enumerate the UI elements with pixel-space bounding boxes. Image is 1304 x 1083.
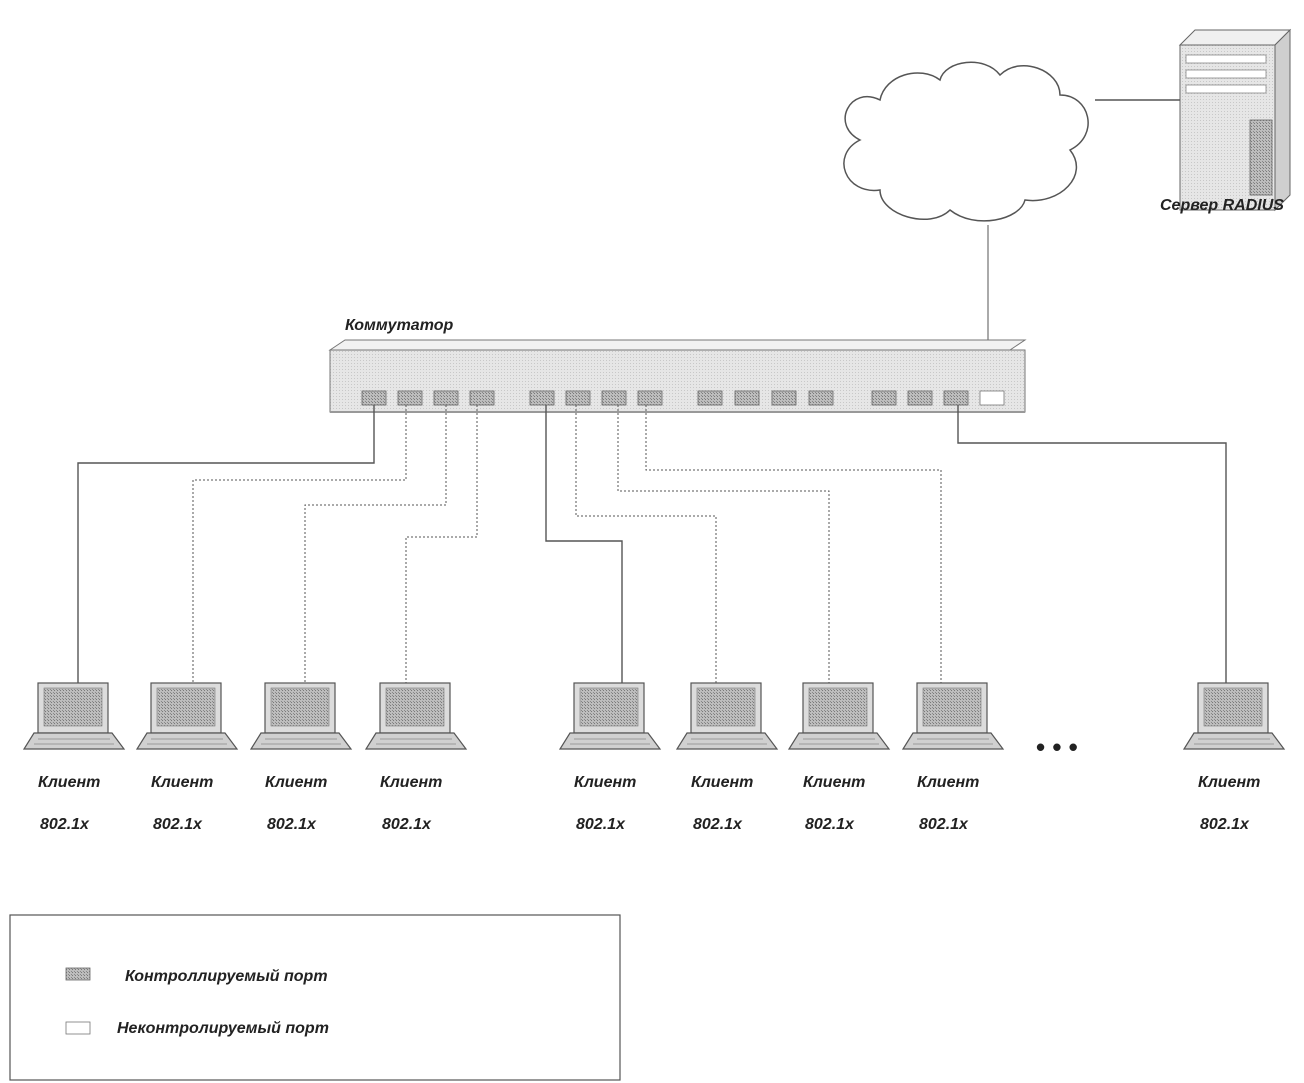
laptop-keyboard — [1182, 732, 1286, 750]
controlled-port — [637, 390, 663, 406]
client-cable — [645, 405, 942, 683]
legend-uncontrolled-label: Неконтролируемый порт — [117, 1020, 329, 1037]
client-cable — [617, 405, 830, 683]
server-label: Сервер RADIUS — [1160, 197, 1284, 214]
controlled-port — [907, 390, 933, 406]
client-laptop — [364, 682, 468, 750]
radius-server — [1178, 28, 1292, 212]
controlled-port — [529, 390, 555, 406]
network-cloud — [843, 61, 1089, 222]
switch-ports — [361, 390, 1005, 406]
controlled-port — [469, 390, 495, 406]
client-name-label: Клиент — [574, 774, 636, 791]
client-name-label: Клиент — [803, 774, 865, 791]
client-standard-label: 802.1x — [153, 816, 203, 833]
controlled-port — [771, 390, 797, 406]
controlled-port — [397, 390, 423, 406]
client-name-label: Клиент — [38, 774, 100, 791]
laptop-screen — [385, 687, 445, 727]
legend-controlled-swatch — [65, 967, 91, 981]
laptop-screen — [808, 687, 868, 727]
client-standard-label: 802.1x — [919, 816, 969, 833]
laptop-keyboard — [787, 732, 891, 750]
laptop-keyboard — [135, 732, 239, 750]
legend-frame — [9, 914, 621, 1081]
client-name-label: Клиент — [151, 774, 213, 791]
laptop-screen — [1203, 687, 1263, 727]
client-name-label: Клиент — [265, 774, 327, 791]
client-laptop — [1182, 682, 1286, 750]
client-name-label: Клиент — [380, 774, 442, 791]
controlled-port — [601, 390, 627, 406]
client-standard-label: 802.1x — [1200, 816, 1250, 833]
legend-uncontrolled-swatch — [65, 1021, 91, 1035]
client-laptop — [135, 682, 239, 750]
switch-label: Коммутатор — [345, 317, 453, 334]
more-clients-ellipsis: • • • — [1036, 732, 1078, 762]
controlled-port — [808, 390, 834, 406]
client-name-label: Клиент — [1198, 774, 1260, 791]
client-laptop — [249, 682, 353, 750]
client-laptop — [787, 682, 891, 750]
client-cable — [304, 405, 447, 683]
client-standard-label: 802.1x — [40, 816, 90, 833]
legend: Контроллируемый порт Неконтролируемый по… — [9, 914, 621, 1081]
uncontrolled-port — [979, 390, 1005, 406]
controlled-port — [697, 390, 723, 406]
client-cable — [405, 405, 478, 683]
controlled-port — [871, 390, 897, 406]
client-standard-label: 802.1x — [382, 816, 432, 833]
laptop-screen — [579, 687, 639, 727]
laptop-keyboard — [558, 732, 662, 750]
client-cable — [575, 405, 717, 683]
client-standard-label: 802.1x — [693, 816, 743, 833]
controlled-port — [565, 390, 591, 406]
client-cable — [192, 405, 407, 683]
laptop-keyboard — [901, 732, 1005, 750]
laptop-screen — [43, 687, 103, 727]
client-name-label: Клиент — [691, 774, 753, 791]
laptop-screen — [922, 687, 982, 727]
controlled-port — [734, 390, 760, 406]
client-laptop — [901, 682, 1005, 750]
client-cables — [77, 405, 1227, 683]
client-name-label: Клиент — [917, 774, 979, 791]
client-standard-label: 802.1x — [805, 816, 855, 833]
laptop-screen — [270, 687, 330, 727]
controlled-port — [433, 390, 459, 406]
client-standard-label: 802.1x — [576, 816, 626, 833]
laptop-screen — [156, 687, 216, 727]
controlled-port — [943, 390, 969, 406]
client-cable — [545, 405, 623, 683]
laptop-keyboard — [364, 732, 468, 750]
client-laptops: Клиент 802.1x Клиент 802.1x Клиент 802.1x Клие… — [22, 682, 1286, 833]
client-laptop — [22, 682, 126, 750]
client-laptop — [675, 682, 779, 750]
laptop-keyboard — [22, 732, 126, 750]
laptop-screen — [696, 687, 756, 727]
laptop-keyboard — [675, 732, 779, 750]
client-cable — [957, 405, 1227, 683]
client-laptop — [558, 682, 662, 750]
laptop-keyboard — [249, 732, 353, 750]
controlled-port — [361, 390, 387, 406]
client-cable — [77, 405, 375, 683]
client-standard-label: 802.1x — [267, 816, 317, 833]
legend-controlled-label: Контроллируемый порт — [125, 968, 328, 985]
